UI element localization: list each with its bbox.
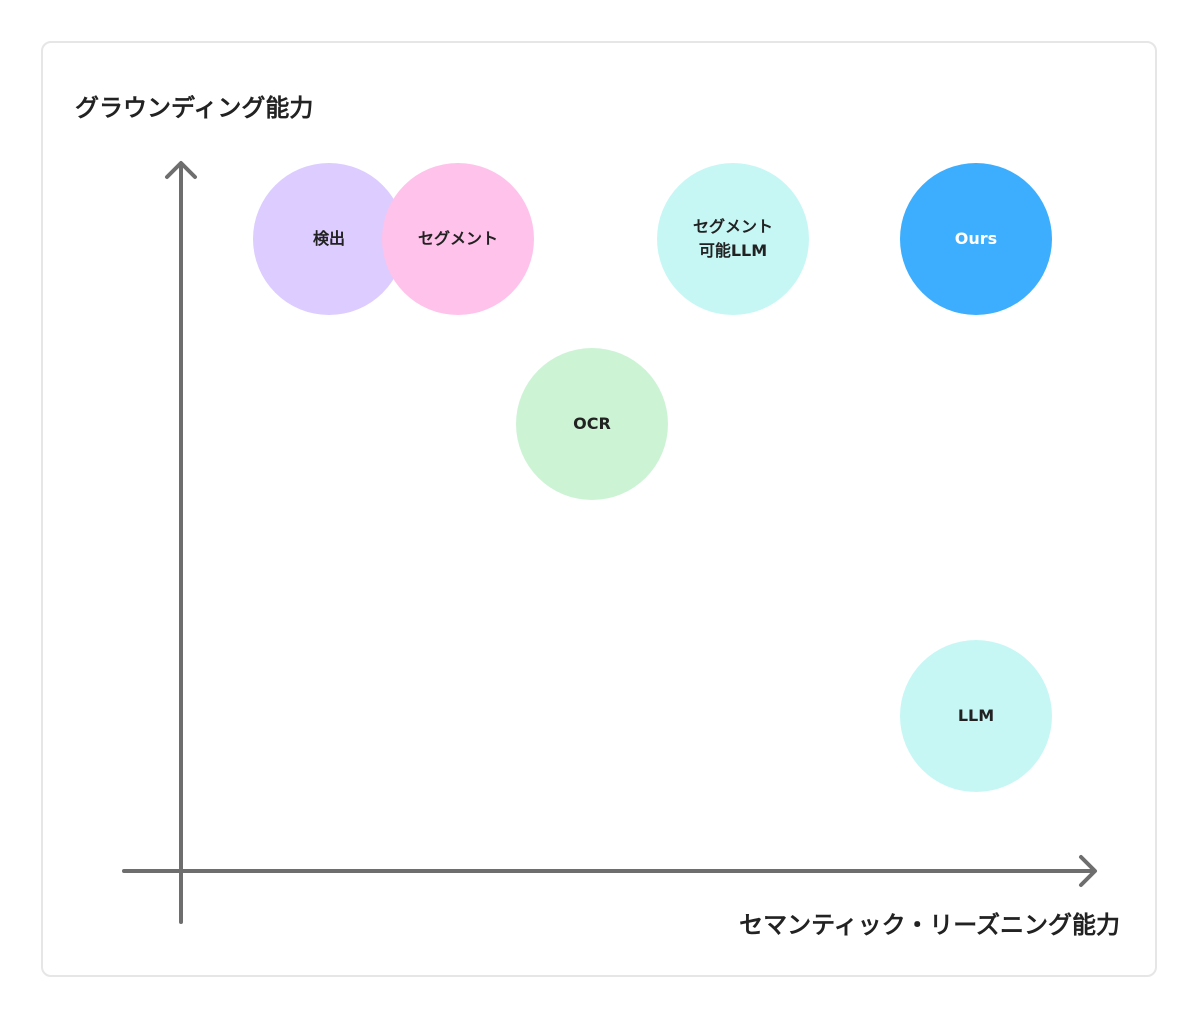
node-segment-capable-llm-label: セグメント 可能LLM [692,217,773,260]
x-axis-arrowhead [1079,855,1097,887]
node-segmentation-label: セグメント [417,229,498,248]
node-ours: Ours [900,163,1052,315]
node-ocr: OCR [516,348,668,500]
y-axis-title: グラウンディング能力 [75,94,314,122]
node-detection: 検出 [253,163,405,315]
node-segmentation: セグメント [382,163,534,315]
node-segment-capable-llm: セグメント 可能LLM [657,163,809,315]
node-llm: LLM [900,640,1052,792]
node-detection-label: 検出 [312,229,345,248]
node-ours-label: Ours [954,229,998,248]
y-axis-arrowhead [165,161,197,179]
x-axis-title: セマンティック・リーズニング能力 [739,911,1120,939]
node-llm-label: LLM [957,706,995,725]
node-ocr-label: OCR [573,414,611,433]
